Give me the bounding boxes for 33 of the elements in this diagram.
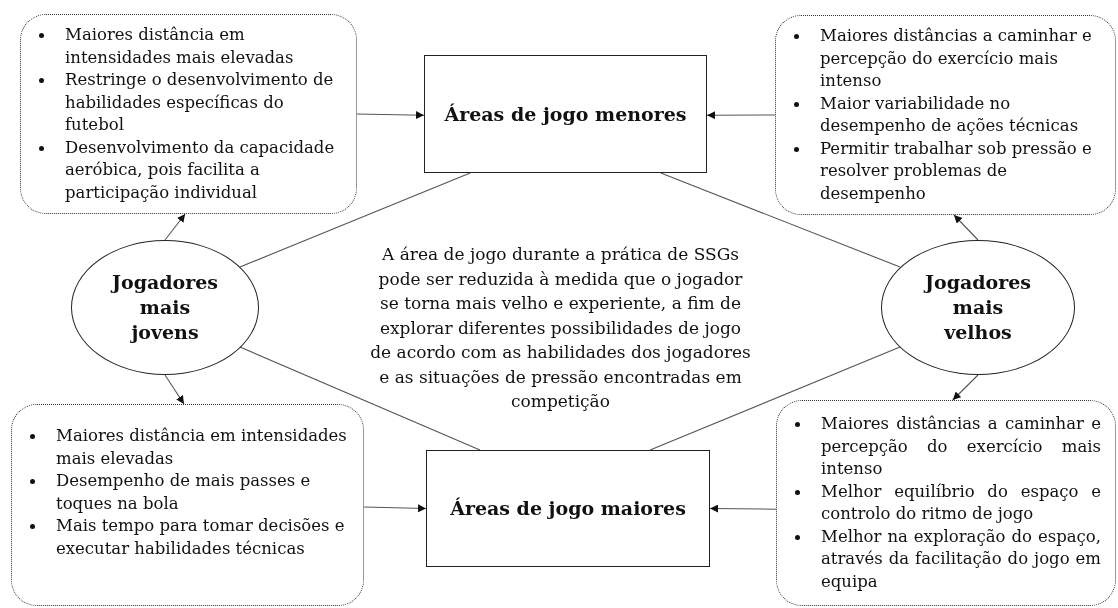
connector-line xyxy=(660,172,901,268)
actor-ellipse xyxy=(71,240,259,375)
bullet-text: Maiores distância em intensidades mais elevadas xyxy=(65,25,294,67)
node-title: Áreas de jogo maiores xyxy=(450,496,686,521)
bullet-text: Desempenho de mais passes e toques na bola xyxy=(56,471,311,513)
bullet-text: Maiores distância em intensidades mais elevadas xyxy=(56,426,347,468)
process-box xyxy=(424,55,707,173)
bullet-text: Desenvolvimento da capacidade aeróbica, pois facilita a participação individual xyxy=(65,137,335,202)
group-name: Jogadores mais velhos xyxy=(923,270,1032,345)
connector-line xyxy=(239,172,471,268)
bullet-text: Permitir trabalhar sob pressão e resolver problemas de desempenho xyxy=(820,138,1092,203)
bullet-text: Melhor equilíbrio do espaço e controlo do ritmo de jogo xyxy=(821,481,1101,523)
arrow xyxy=(164,374,185,405)
bullet-text: Maiores distâncias a caminhar e percepção do exercício mais intenso xyxy=(821,414,1101,478)
group-name: Jogadores mais jovens xyxy=(110,270,219,345)
actor-ellipse xyxy=(881,240,1075,375)
bullet-text: Melhor na exploração do espaço, através da facilitação do jogo em equipa xyxy=(821,526,1101,591)
arrow xyxy=(164,213,186,241)
note-text: A área de jogo durante a prática de SSGs pode ser reduzida à medida que o jogador se torna mais velho e experiente, a fim de explorar diferentes possibilidades de jogo de acordo com as habilidades dos jogadores e as situações de pressão encontradas em competição xyxy=(369,243,752,413)
bullet-text: Restringe o desenvolvimento de habilidades específicas do futebol xyxy=(65,70,334,134)
connector-line xyxy=(649,346,901,451)
arrow xyxy=(356,111,425,120)
arrow xyxy=(363,504,427,513)
arrow xyxy=(706,111,776,120)
node-title: Áreas de jogo menores xyxy=(444,101,687,127)
arrow xyxy=(952,374,979,401)
bullet-text: Mais tempo para tomar decisões e executar habilidades técnicas xyxy=(56,516,345,558)
connector-line xyxy=(239,346,481,451)
arrow xyxy=(709,504,777,513)
bullet-text: Maiores distâncias a caminhar e percepção do exercício mais intenso xyxy=(820,26,1092,90)
process-box xyxy=(426,450,710,567)
arrow xyxy=(953,214,979,241)
bullet-text: Maior variabilidade no desempenho de ações técnicas xyxy=(820,93,1079,135)
